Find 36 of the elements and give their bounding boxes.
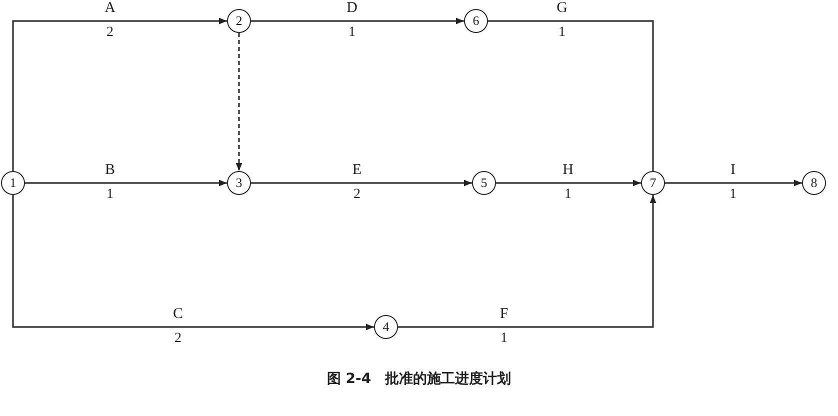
edge-label: G (556, 1, 568, 16)
event-circle: 8 (802, 171, 826, 195)
edge-label: F (500, 307, 508, 322)
duration-label: 1 (348, 26, 356, 40)
duration-label: 1 (730, 188, 736, 202)
arrow (25, 180, 227, 186)
duration-label: 2 (354, 188, 360, 202)
event-circle: 7 (641, 171, 665, 195)
edge-label: H (562, 163, 574, 178)
edge-label: A (104, 1, 116, 16)
duration-label: 1 (500, 332, 508, 346)
event-circle: 3 (227, 171, 251, 195)
edge-label: D (346, 1, 358, 16)
edge-label: I (730, 163, 736, 178)
event-circle: 1 (1, 171, 25, 195)
duration-label: 1 (558, 26, 566, 40)
arrow (251, 18, 464, 24)
event-circle: 4 (374, 315, 398, 339)
event-circle: 6 (464, 9, 488, 33)
arrow (251, 180, 472, 186)
figure-caption: 图 2-4 批准的施工进度计划 (326, 370, 512, 388)
arrow (398, 195, 656, 328)
edge-label: C (173, 307, 183, 322)
duration-label: 2 (174, 332, 182, 346)
duration-label: 1 (106, 188, 114, 202)
arrow (12, 18, 227, 171)
edge-label: E (352, 163, 362, 178)
dashed-arrow (236, 33, 242, 171)
arrow (12, 195, 374, 330)
event-circle: 5 (472, 171, 496, 195)
arrow (665, 180, 802, 186)
edge-label: B (105, 163, 115, 178)
duration-label: 2 (106, 26, 114, 40)
arrow (496, 180, 641, 186)
event-circle: 2 (227, 9, 251, 33)
duration-label: 1 (564, 188, 572, 202)
